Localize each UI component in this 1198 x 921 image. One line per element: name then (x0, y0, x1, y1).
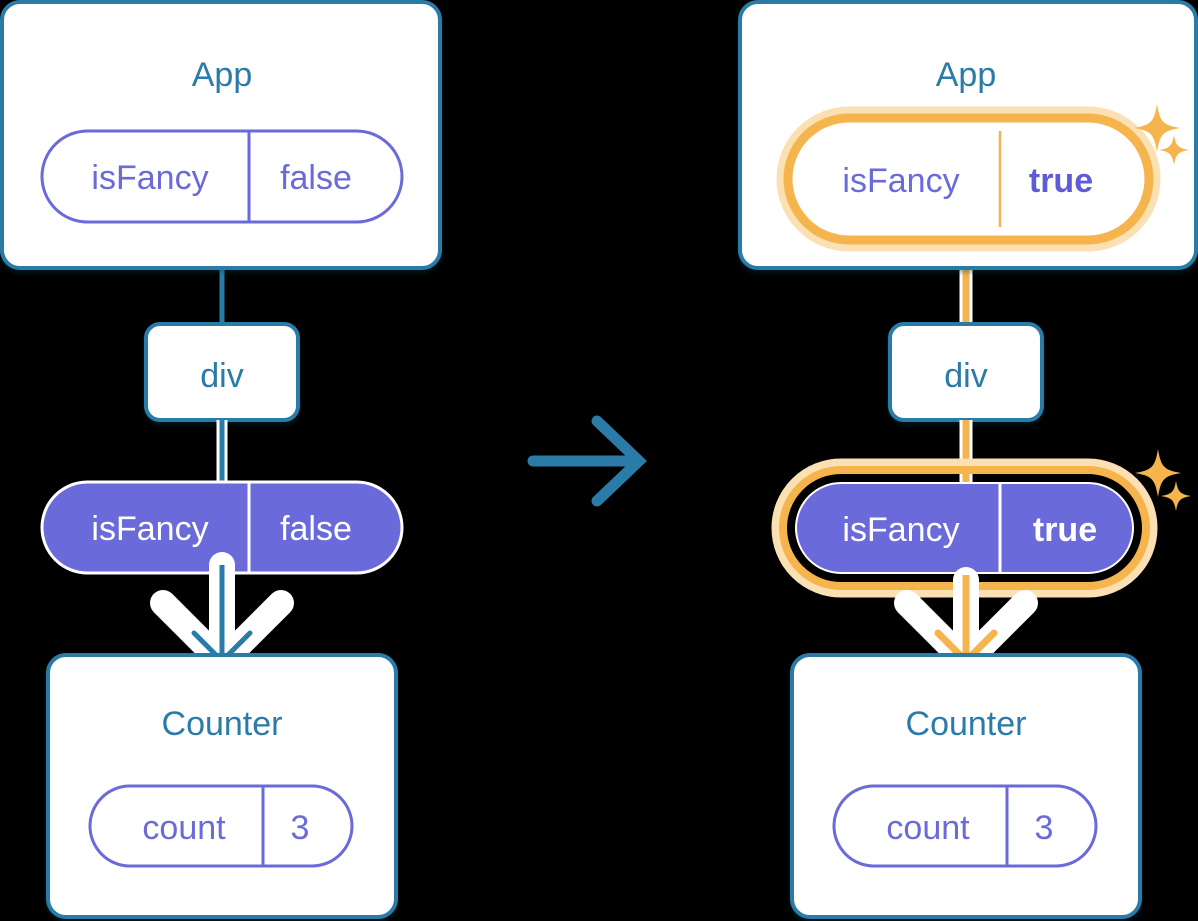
props-key-before: isFancy (91, 510, 208, 548)
sparkle-small-icon (1159, 135, 1189, 165)
counter-state-key-before: count (142, 809, 226, 847)
sparkle-large-icon (1135, 449, 1181, 497)
app-state-key-before: isFancy (91, 159, 208, 197)
app-state-value-after: true (1029, 162, 1093, 200)
arrow-props-to-counter-after (894, 567, 1038, 675)
props-value-after: true (1033, 511, 1097, 549)
counter-state-pill-after (832, 784, 1098, 868)
app-state-value-before: false (280, 159, 352, 197)
counter-state-key-after: count (886, 809, 970, 847)
sparkle-large-icon (1134, 104, 1180, 152)
sparkle-small-icon (1161, 481, 1191, 511)
sparkles-icon-props (1135, 449, 1191, 511)
app-state-pill-before (40, 129, 404, 224)
div-label-after: div (944, 357, 987, 395)
highlight-ring-app (783, 113, 1154, 245)
counter-state-value-before: 3 (291, 809, 310, 847)
arrow-props-to-counter-before (150, 552, 294, 675)
app-title-before: App (192, 56, 253, 94)
app-state-pill-after (776, 106, 1161, 252)
arrow-right-icon (527, 415, 647, 507)
counter-state-pill-before (88, 784, 354, 868)
sparkles-icon-app (1134, 104, 1189, 165)
div-label-before: div (200, 357, 243, 395)
counter-title-before: Counter (162, 705, 283, 743)
counter-state-value-after: 3 (1035, 809, 1054, 847)
props-key-after: isFancy (842, 511, 959, 549)
props-value-before: false (280, 510, 352, 548)
counter-title-after: Counter (906, 705, 1027, 743)
app-title-after: App (936, 56, 997, 94)
app-state-key-after: isFancy (842, 162, 959, 200)
